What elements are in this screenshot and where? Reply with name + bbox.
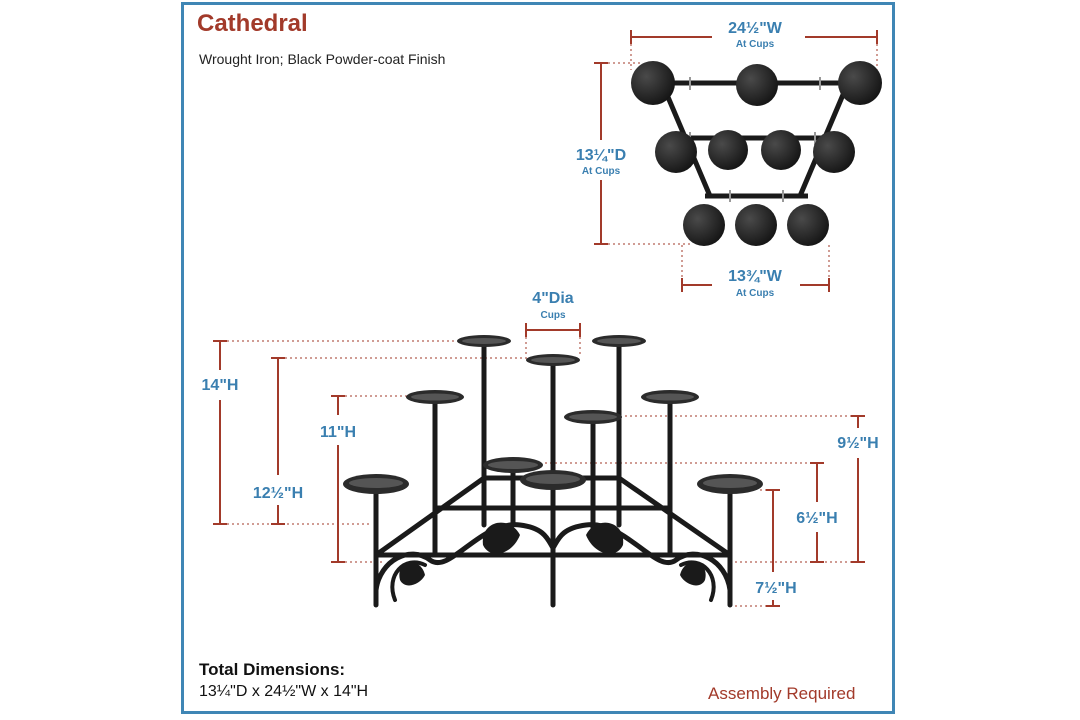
total-dimensions-value: 13¼"D x 24½"W x 14"H <box>199 683 369 700</box>
height-9-dimension: 9½"H <box>625 415 879 563</box>
total-dimensions-heading: Total Dimensions: <box>199 660 346 679</box>
height-14-dimension: 14"H <box>202 340 460 525</box>
cup-top-mid-2 <box>708 130 748 170</box>
cup-top-back-right <box>838 61 882 105</box>
product-title: Cathedral <box>197 10 308 37</box>
height-11-dimension: 11"H <box>320 395 410 563</box>
front-width-label: 13¾"W <box>728 268 783 285</box>
cup-dia-sublabel: Cups <box>541 310 566 321</box>
front-width-sublabel: At Cups <box>736 288 775 299</box>
cup-top-front-3 <box>787 204 829 246</box>
cup-top-mid-4 <box>813 131 855 173</box>
leaf-ornaments <box>399 522 706 586</box>
cup-mid-center <box>564 410 622 424</box>
cup-low-center-left <box>483 457 543 473</box>
product-subtitle: Wrought Iron; Black Powder-coat Finish <box>199 51 446 67</box>
front-view: 4"Dia Cups 14"H 12½"H <box>202 290 879 608</box>
height-6-label: 6½"H <box>796 510 837 527</box>
front-view-frame <box>373 340 733 608</box>
depth-sublabel: At Cups <box>582 166 621 177</box>
cup-front-left <box>343 474 409 494</box>
cup-top-back-center <box>736 64 778 106</box>
height-7-label: 7½"H <box>755 580 796 597</box>
height-7-dimension: 7½"H <box>735 489 797 607</box>
depth-dimension: 13¼"D At Cups <box>576 62 690 245</box>
cup-back-right <box>592 335 646 347</box>
top-width-sublabel: At Cups <box>736 39 775 50</box>
cup-back-center <box>526 354 580 366</box>
height-14-label: 14"H <box>202 377 239 394</box>
cup-top-front-1 <box>683 204 725 246</box>
top-width-dimension: 24½"W At Cups <box>630 20 878 70</box>
cup-front-center <box>520 470 586 490</box>
height-6-dimension: 6½"H <box>545 462 838 563</box>
cup-top-mid-1 <box>655 131 697 173</box>
height-12-dimension: 12½"H <box>253 357 530 525</box>
height-9-label: 9½"H <box>837 435 878 452</box>
top-view: 24½"W At Cups 13¼"D At Cups <box>576 20 882 299</box>
front-width-dimension: 13¾"W At Cups <box>681 245 830 299</box>
top-view-cups <box>631 61 882 246</box>
cup-dia-label: 4"Dia <box>532 290 573 307</box>
cup-back-left <box>457 335 511 347</box>
height-11-label: 11"H <box>320 424 356 441</box>
cup-mid-right <box>641 390 699 404</box>
cup-top-back-left <box>631 61 675 105</box>
front-view-cups <box>343 335 763 494</box>
height-12-label: 12½"H <box>253 485 303 502</box>
cup-mid-left <box>406 390 464 404</box>
cup-top-mid-3 <box>761 130 801 170</box>
cup-front-right <box>697 474 763 494</box>
depth-label: 13¼"D <box>576 147 626 164</box>
top-width-label: 24½"W <box>728 20 783 37</box>
cup-top-front-2 <box>735 204 777 246</box>
cup-diameter-dimension: 4"Dia Cups <box>525 290 581 355</box>
assembly-required-note: Assembly Required <box>708 684 856 703</box>
